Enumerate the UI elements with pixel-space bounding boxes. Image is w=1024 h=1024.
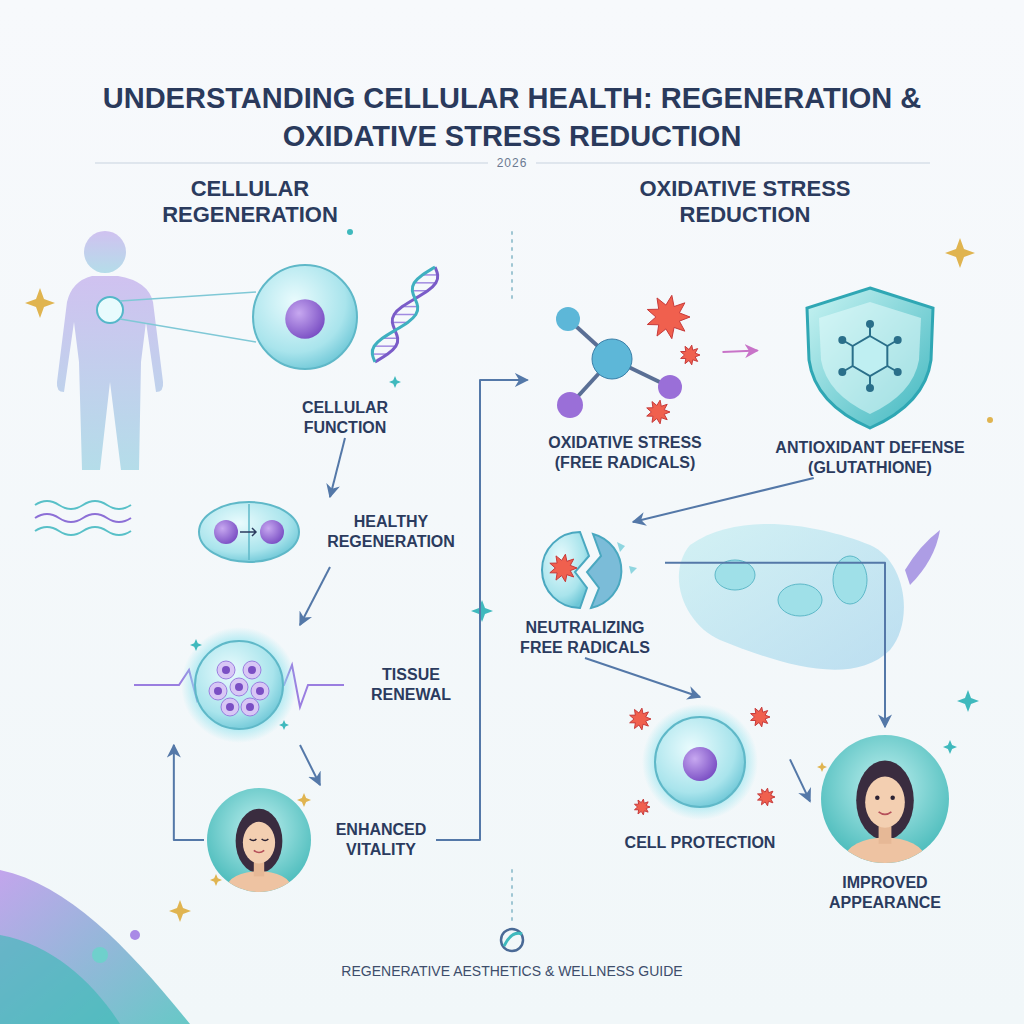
node-label: NEUTRALIZING FREE RADICALS: [505, 618, 665, 658]
node-label: IMPROVED APPEARANCE: [810, 873, 960, 913]
column-divider: [511, 232, 513, 300]
column-divider: [511, 870, 513, 925]
face-icon: [810, 727, 960, 867]
flow-arrow: [436, 380, 528, 840]
node-label: CELLULAR FUNCTION: [270, 398, 420, 438]
footer-logo: [501, 929, 523, 951]
vitality-node: ENHANCED VITALITY: [204, 785, 436, 895]
broken-cell-icon: [525, 522, 645, 612]
corner-wave: [0, 870, 190, 1024]
title-rule: [536, 163, 930, 164]
face-icon: [204, 785, 314, 895]
tissue-cluster-icon: [134, 625, 344, 745]
node-label: TISSUE RENEWAL: [356, 665, 466, 705]
node-label: ANTIOXIDANT DEFENSE (GLUTATHIONE): [758, 438, 983, 478]
dividing-cell-icon: [194, 497, 304, 567]
neutralizing-node: NEUTRALIZING FREE RADICALS: [505, 522, 665, 658]
column-heading: OXIDATIVE STRESS REDUCTION: [595, 176, 895, 229]
wave-lines: [35, 501, 131, 535]
year-label: 2026: [489, 156, 536, 170]
regeneration-node: HEALTHY REGENERATION: [194, 497, 466, 567]
flow-arrow: [174, 745, 204, 840]
free-radical-node: OXIDATIVE STRESS (FREE RADICALS): [528, 287, 723, 473]
sparkles: [25, 229, 993, 922]
node-label: OXIDATIVE STRESS (FREE RADICALS): [528, 433, 723, 473]
cell-function-node: CELLULAR FUNCTION: [245, 252, 445, 438]
protection-node: CELL PROTECTION: [610, 697, 790, 853]
flow-arrow: [633, 478, 814, 522]
flow-arrow: [723, 351, 758, 353]
protected-cell-icon: [620, 697, 780, 827]
caption: REGENERATIVE AESTHETICS & WELLNESS GUIDE: [312, 962, 712, 980]
flow-arrow: [330, 438, 345, 497]
molecule-icon: [540, 287, 710, 427]
flowing-cells: [679, 524, 940, 670]
node-label: CELL PROTECTION: [610, 833, 790, 853]
appearance-node: IMPROVED APPEARANCE: [810, 727, 960, 913]
tissue-node: TISSUE RENEWAL: [134, 625, 466, 745]
node-label: ENHANCED VITALITY: [326, 820, 436, 860]
antioxidant-node: ANTIOXIDANT DEFENSE (GLUTATHIONE): [758, 282, 983, 478]
flow-arrow: [665, 563, 885, 727]
flow-arrow: [790, 759, 810, 801]
title-rule: [95, 163, 488, 164]
body-figure: [57, 231, 256, 470]
node-label: HEALTHY REGENERATION: [316, 512, 466, 552]
column-heading: CELLULAR REGENERATION: [140, 176, 360, 229]
cell-dna-icon: [245, 252, 445, 392]
flow-arrow: [300, 745, 320, 785]
flow-arrow: [585, 658, 700, 697]
title: UNDERSTANDING CELLULAR HEALTH: REGENERAT…: [57, 80, 967, 155]
flow-arrow: [300, 567, 330, 625]
shield-icon: [795, 282, 945, 432]
